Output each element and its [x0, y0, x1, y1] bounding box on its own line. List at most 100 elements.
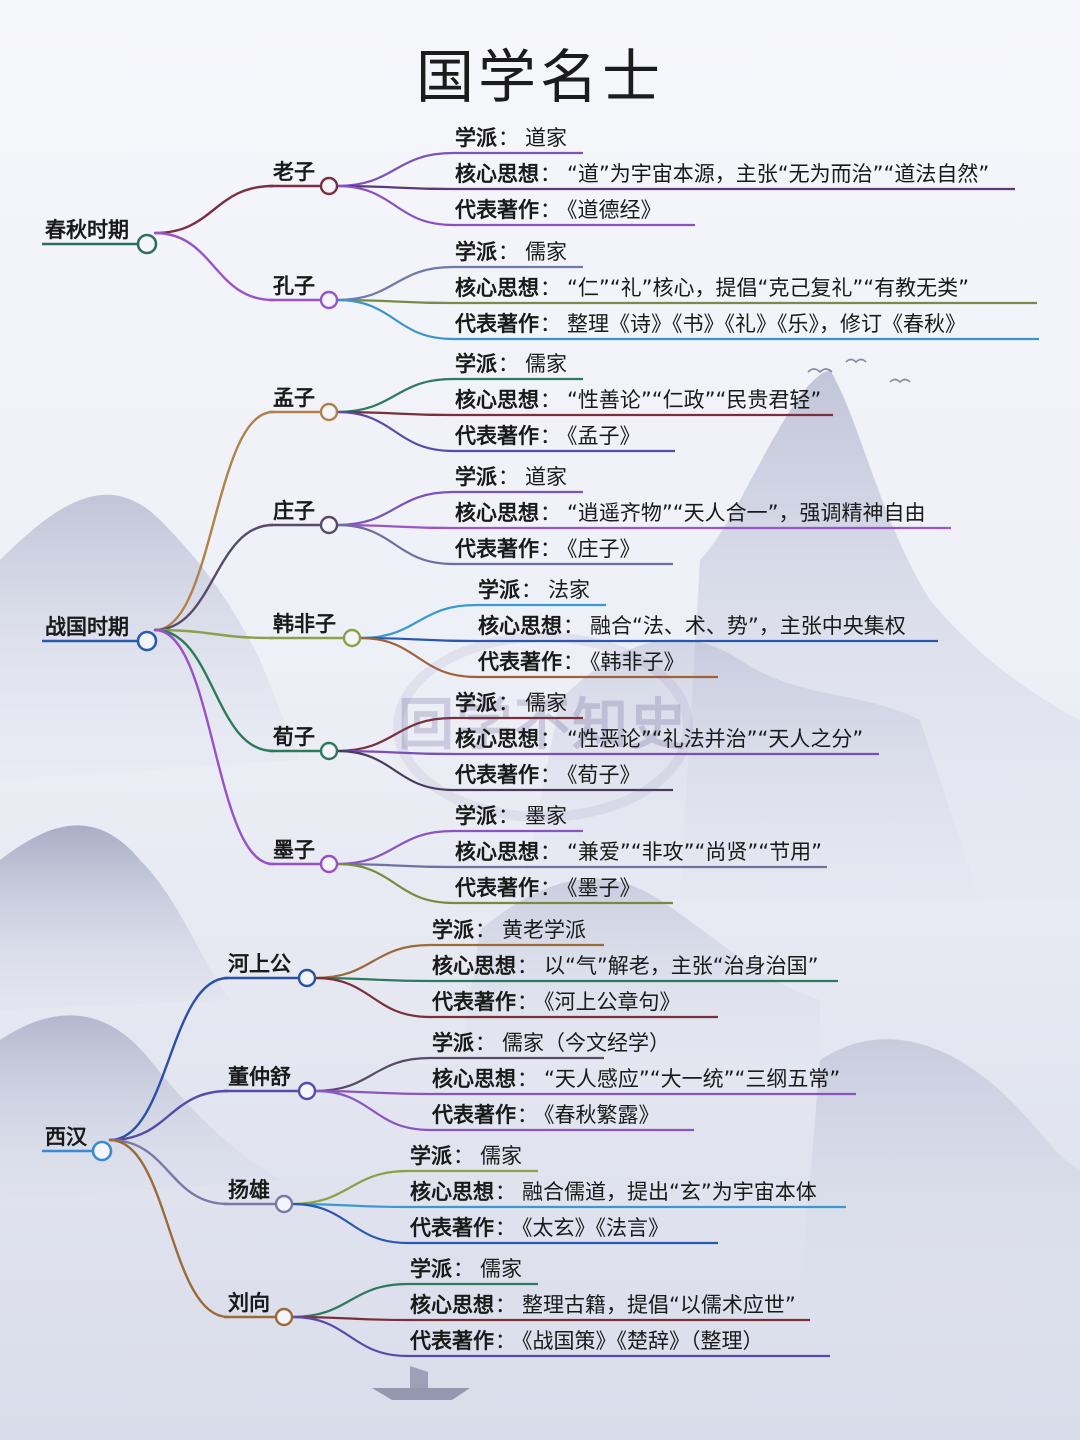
row-separator: ： [540, 312, 561, 336]
info-row-works: 代表著作：《河上公章句》 [432, 992, 681, 1013]
info-row-thought: 核心思想：“天人感应”“大一统”“三纲五常” [432, 1069, 840, 1090]
leaf-branch-line [290, 1202, 410, 1209]
row-separator: ： [540, 727, 561, 751]
leaf-branch-line [335, 298, 455, 341]
row-value: 道家 [525, 126, 567, 150]
row-label: 代表著作 [455, 312, 539, 336]
info-row-school: 学派：儒家 [455, 354, 567, 375]
row-value: “天人感应”“大一统”“三纲五常” [544, 1067, 841, 1091]
leaf-branch-line [335, 410, 455, 417]
row-label: 代表著作 [455, 198, 539, 222]
row-label: 核心思想 [455, 501, 539, 525]
row-label: 代表著作 [432, 1103, 516, 1127]
person-node-icon [319, 741, 339, 761]
page-title: 国学名士 [415, 43, 664, 111]
row-label: 核心思想 [455, 840, 539, 864]
row-separator: ： [495, 1216, 516, 1240]
row-label: 学派 [410, 1257, 452, 1281]
row-separator: ： [453, 1144, 474, 1168]
era-branch-line [153, 628, 275, 640]
row-label: 核心思想 [432, 954, 516, 978]
info-row-school: 学派：黄老学派 [432, 920, 586, 941]
person-name: 墨子 [273, 838, 315, 862]
row-label: 代表著作 [455, 763, 539, 787]
info-row-works: 代表著作：整理《诗》《书》《礼》《乐》，修订《春秋》 [455, 314, 966, 335]
era-name: 春秋时期 [45, 218, 129, 242]
info-row-school: 学派：道家 [455, 128, 567, 149]
leaf-branch-line [358, 636, 478, 643]
info-row-school: 学派：儒家（今文经学） [432, 1033, 670, 1054]
leaf-branch-line [313, 976, 432, 1019]
person-node-icon [319, 854, 339, 874]
info-row-thought: 核心思想：“逍遥齐物”“天人合一”，强调精神自由 [455, 503, 926, 524]
leaf-branch-line [335, 829, 455, 866]
leaf-branch-line [335, 749, 455, 792]
row-value: 整理《诗》《书》《礼》《乐》，修订《春秋》 [567, 312, 966, 336]
person-node-icon [342, 628, 362, 648]
person-name: 孔子 [273, 274, 315, 298]
row-label: 学派 [455, 240, 497, 264]
row-separator: ： [498, 352, 519, 376]
row-separator: ： [563, 650, 584, 674]
row-value: 《墨子》 [567, 876, 641, 900]
row-value: 儒家 [525, 691, 567, 715]
info-row-works: 代表著作：《墨子》 [455, 878, 641, 899]
row-separator: ： [517, 1103, 538, 1127]
row-label: 学派 [432, 918, 474, 942]
row-value: 《荀子》 [567, 763, 641, 787]
person-node-icon [319, 515, 339, 535]
row-value: “性恶论”“礼法并治”“天人之分” [567, 727, 864, 751]
leaf-branch-line [290, 1315, 410, 1322]
row-label: 代表著作 [455, 876, 539, 900]
row-value: 《战国策》《楚辞》（整理） [522, 1329, 764, 1353]
row-label: 代表著作 [455, 537, 539, 561]
row-label: 学派 [410, 1144, 452, 1168]
row-value: 儒家 [525, 352, 567, 376]
person-node-icon [297, 968, 317, 988]
row-label: 核心思想 [455, 388, 539, 412]
info-row-school: 学派：法家 [478, 580, 590, 601]
row-separator: ： [540, 388, 561, 412]
row-label: 学派 [455, 352, 497, 376]
era-node-icon [136, 630, 158, 652]
info-row-thought: 核心思想：“兼爱”“非攻”“尚贤”“节用” [455, 842, 822, 863]
row-separator: ： [540, 501, 561, 525]
person-node-icon [319, 176, 339, 196]
row-separator: ： [498, 126, 519, 150]
era-branch-line [153, 231, 275, 302]
row-value: “道”为宇宙本源，主张“无为而治”“道法自然” [567, 162, 990, 186]
person-node-icon [319, 402, 339, 422]
row-value: 儒家 [525, 240, 567, 264]
leaf-branch-line [290, 1169, 410, 1206]
era-branch-line [153, 523, 275, 632]
row-separator: ： [495, 1293, 516, 1317]
watermark-text: 回学不知史 [398, 693, 688, 758]
row-label: 学派 [455, 126, 497, 150]
row-separator: ： [563, 614, 584, 638]
leaf-branch-line [290, 1202, 410, 1245]
leaf-branch-line [335, 716, 455, 753]
person-name: 孟子 [273, 386, 315, 410]
birds-icon [807, 358, 911, 384]
row-value: “仁”“礼”核心，提倡“克己复礼”“有教无类” [567, 276, 970, 300]
leaf-branch-line [335, 862, 455, 869]
info-row-works: 代表著作：《春秋繁露》 [432, 1105, 660, 1126]
leaf-branch-line [313, 1056, 432, 1093]
era-branch-line [108, 1138, 230, 1206]
person-node-icon [319, 290, 339, 310]
person-node-icon [297, 1081, 317, 1101]
row-separator: ： [498, 465, 519, 489]
mountain-mid [520, 639, 980, 900]
leaf-branch-line [335, 749, 455, 756]
leaf-branch-line [335, 298, 455, 305]
info-row-school: 学派：墨家 [455, 806, 567, 827]
leaf-branch-line [335, 410, 455, 453]
info-row-school: 学派：儒家 [410, 1146, 522, 1167]
era-branch-line [108, 976, 230, 1142]
row-separator: ： [540, 162, 561, 186]
row-label: 核心思想 [478, 614, 562, 638]
row-value: 《太玄》《法言》 [522, 1216, 669, 1240]
row-value: 黄老学派 [502, 918, 586, 942]
